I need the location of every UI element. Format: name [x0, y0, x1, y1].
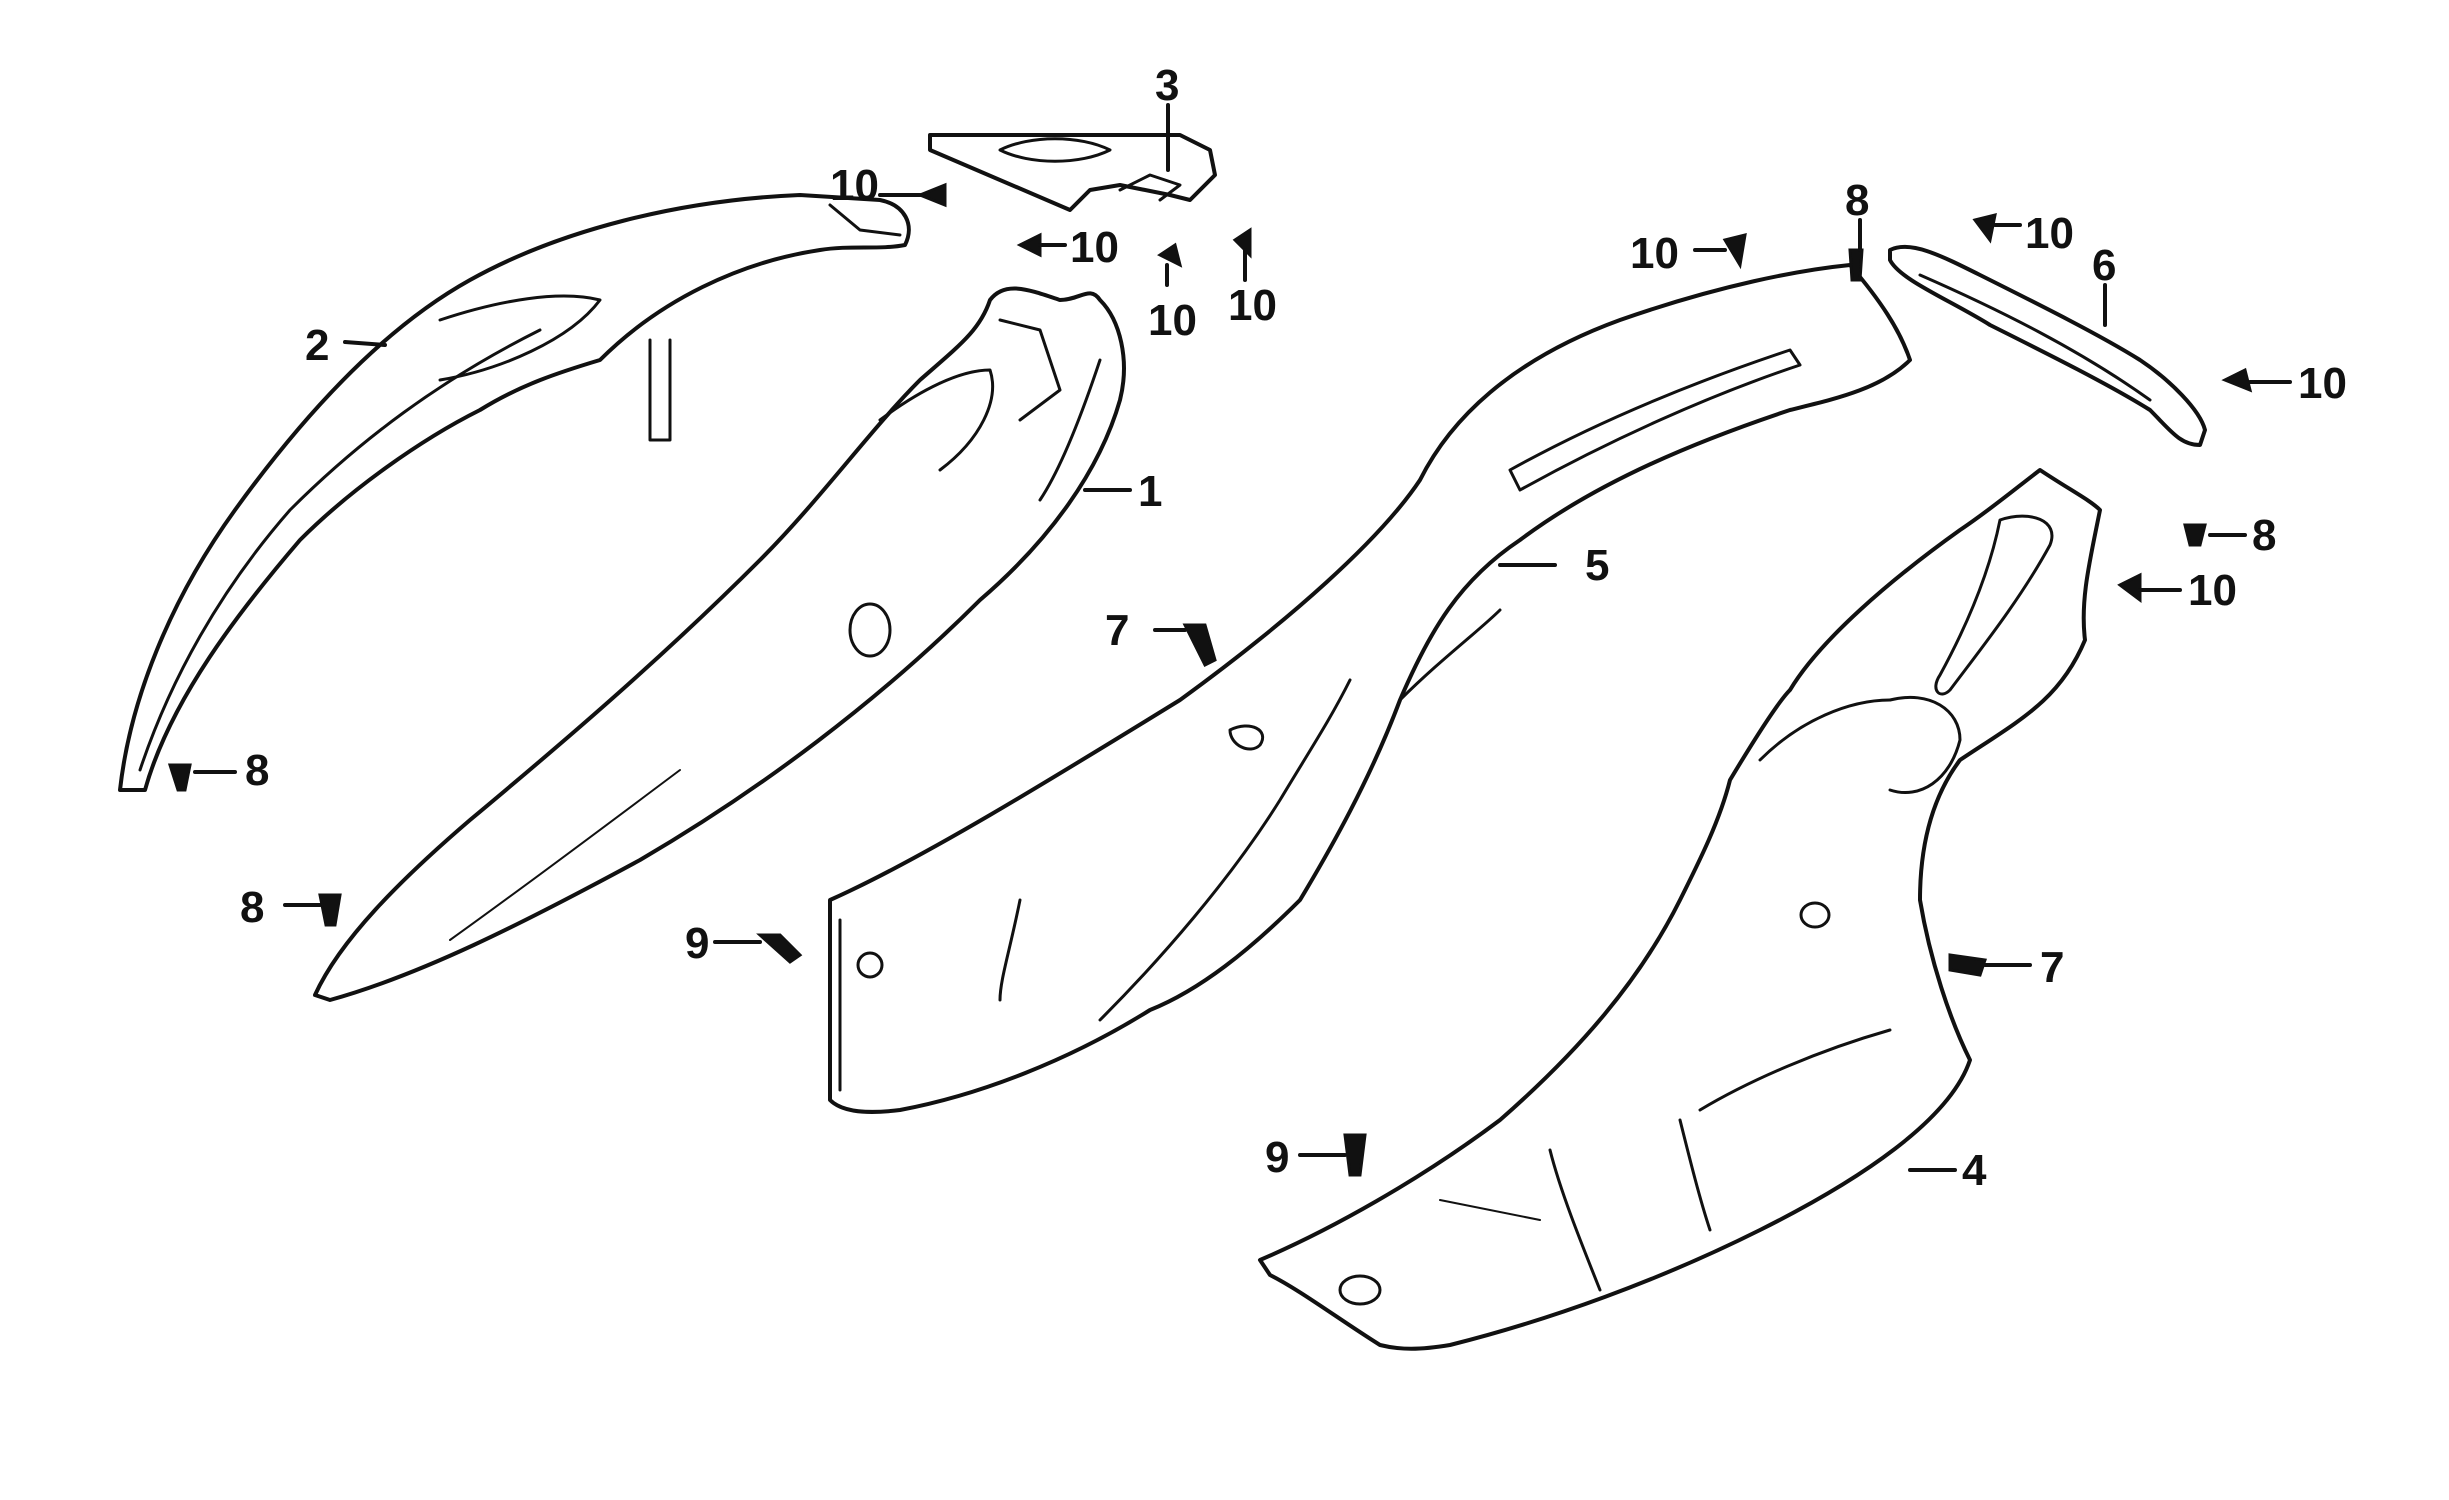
callout-8-a: 8	[245, 746, 269, 795]
callout-8-b: 8	[240, 883, 264, 932]
callout-6: 6	[2092, 241, 2116, 290]
leader-lines	[193, 103, 2292, 1172]
clip-icon	[2117, 572, 2142, 603]
clip-icon	[1182, 623, 1217, 668]
fastener-group	[167, 182, 2253, 1177]
callout-10-a: 10	[830, 161, 879, 210]
callout-7-a: 7	[1105, 606, 1129, 655]
callout-10-e: 10	[1630, 229, 1679, 278]
clip-icon	[1232, 227, 1252, 259]
callouts: 1 2 3 4 5 6 7 7 8 8 8 8 9 9 10 10 10 10 …	[240, 61, 2347, 1195]
callout-10-c: 10	[1148, 296, 1197, 345]
callout-10-b: 10	[1070, 223, 1119, 272]
part-6-trim[interactable]	[1888, 244, 2207, 447]
clip-icon	[915, 182, 947, 208]
callout-2: 2	[305, 321, 329, 370]
callout-7-b: 7	[2040, 943, 2064, 992]
callout-9-a: 9	[685, 919, 709, 968]
part-5-side-panel[interactable]	[828, 263, 1912, 1114]
part-1-rear-side-cover[interactable]	[313, 286, 1126, 1002]
part-4-lower-cover[interactable]	[1258, 468, 2102, 1351]
callout-8-d: 8	[2252, 511, 2276, 560]
clip-icon	[1157, 242, 1183, 268]
clip-icon	[1722, 232, 1747, 270]
callout-10-g: 10	[2298, 359, 2347, 408]
screw-icon	[1343, 1133, 1367, 1177]
clip-icon	[2221, 367, 2253, 393]
callout-10-d: 10	[1228, 281, 1277, 330]
part-3-top-cover[interactable]	[928, 133, 1217, 212]
callout-3: 3	[1155, 61, 1179, 110]
clip-icon	[1972, 212, 1997, 244]
screw-icon	[2183, 523, 2207, 547]
callout-4: 4	[1962, 1146, 1987, 1195]
callout-5: 5	[1585, 541, 1609, 590]
clip-icon	[1016, 232, 1042, 258]
screw-icon	[756, 933, 803, 964]
callout-10-f: 10	[2025, 209, 2074, 258]
callout-10-h: 10	[2188, 566, 2237, 615]
screw-icon	[318, 893, 342, 927]
callout-9-b: 9	[1265, 1133, 1289, 1182]
callout-8-c: 8	[1845, 176, 1869, 225]
clip-icon	[1948, 953, 1987, 977]
callout-1: 1	[1138, 467, 1162, 516]
part-2-upper-cover[interactable]	[118, 193, 911, 792]
screw-icon	[1848, 248, 1864, 282]
screw-icon	[167, 763, 192, 792]
